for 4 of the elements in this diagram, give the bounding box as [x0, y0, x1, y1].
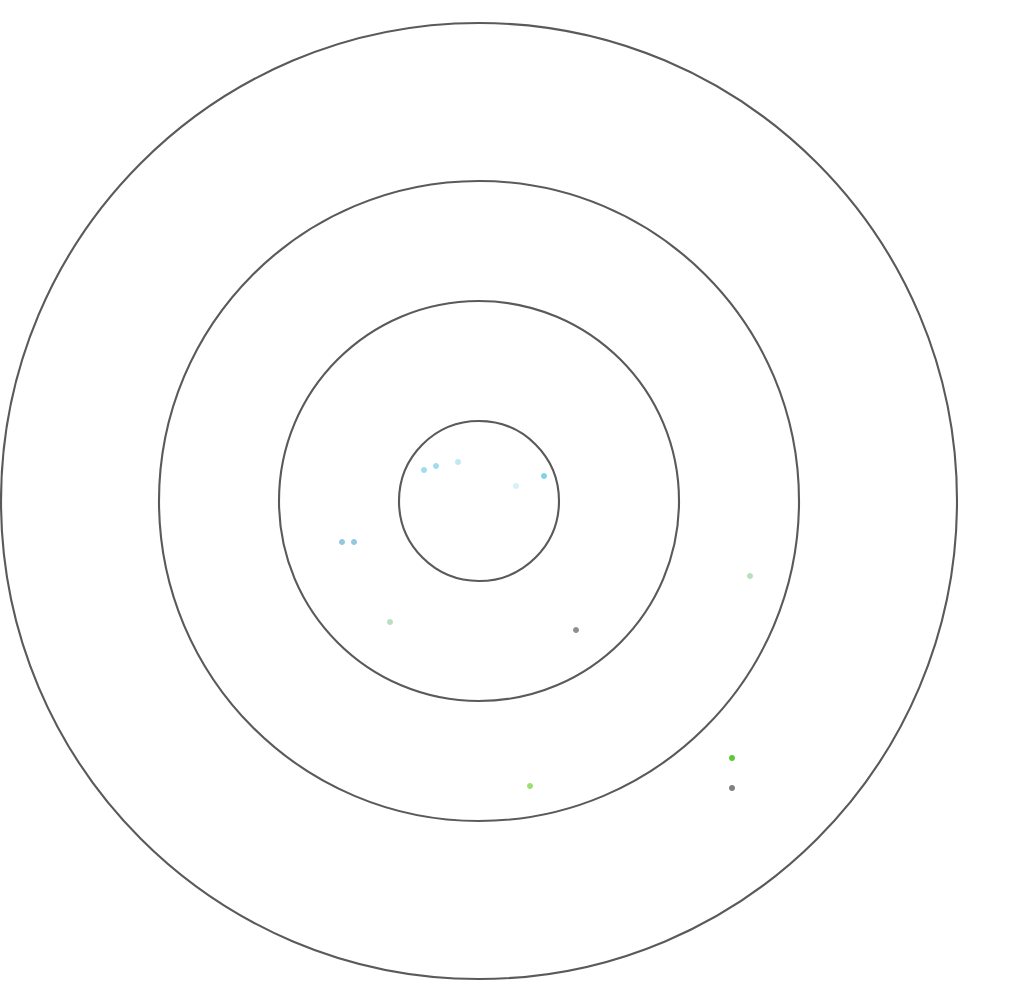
ring	[157, 179, 801, 823]
ring	[0, 21, 959, 981]
ring	[277, 299, 681, 703]
ring	[397, 419, 561, 583]
